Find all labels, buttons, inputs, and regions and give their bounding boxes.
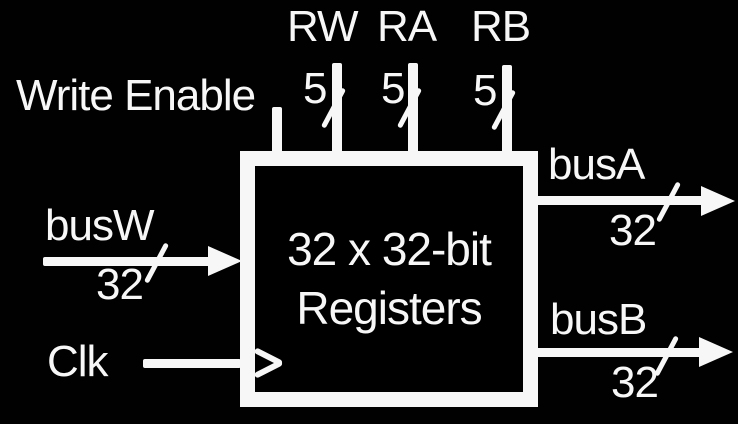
rw-wire bbox=[332, 63, 342, 156]
busb-wire bbox=[530, 348, 702, 357]
ra-label: RA bbox=[377, 2, 437, 51]
clk-wire bbox=[143, 359, 241, 368]
clk-label: Clk bbox=[47, 337, 109, 386]
rw-width-label: 5 bbox=[303, 64, 328, 113]
busw-label: busW bbox=[45, 201, 154, 250]
rb-wire bbox=[502, 65, 512, 156]
busb-width-label: 32 bbox=[611, 358, 659, 407]
block-title-line2: Registers bbox=[296, 282, 482, 334]
busa-arrowhead-icon bbox=[701, 186, 735, 216]
ra-wire bbox=[408, 63, 418, 156]
write-enable-label: Write Enable bbox=[16, 71, 256, 120]
rb-width-label: 5 bbox=[473, 66, 498, 115]
busw-arrowhead-icon bbox=[208, 246, 242, 276]
rw-label: RW bbox=[287, 2, 359, 51]
register-file-block: 32 x 32-bit Registers bbox=[240, 151, 538, 407]
busa-wire bbox=[530, 196, 704, 205]
busa-width-label: 32 bbox=[609, 206, 657, 255]
write-enable-wire bbox=[272, 107, 282, 157]
busw-wire bbox=[43, 257, 213, 266]
busb-arrowhead-icon bbox=[699, 337, 733, 367]
rb-label: RB bbox=[471, 2, 531, 51]
busw-width-label: 32 bbox=[96, 260, 144, 309]
block-title-line1: 32 x 32-bit bbox=[287, 223, 492, 275]
busb-label: busB bbox=[550, 295, 647, 344]
busa-label: busA bbox=[548, 140, 645, 189]
ra-width-label: 5 bbox=[381, 64, 406, 113]
